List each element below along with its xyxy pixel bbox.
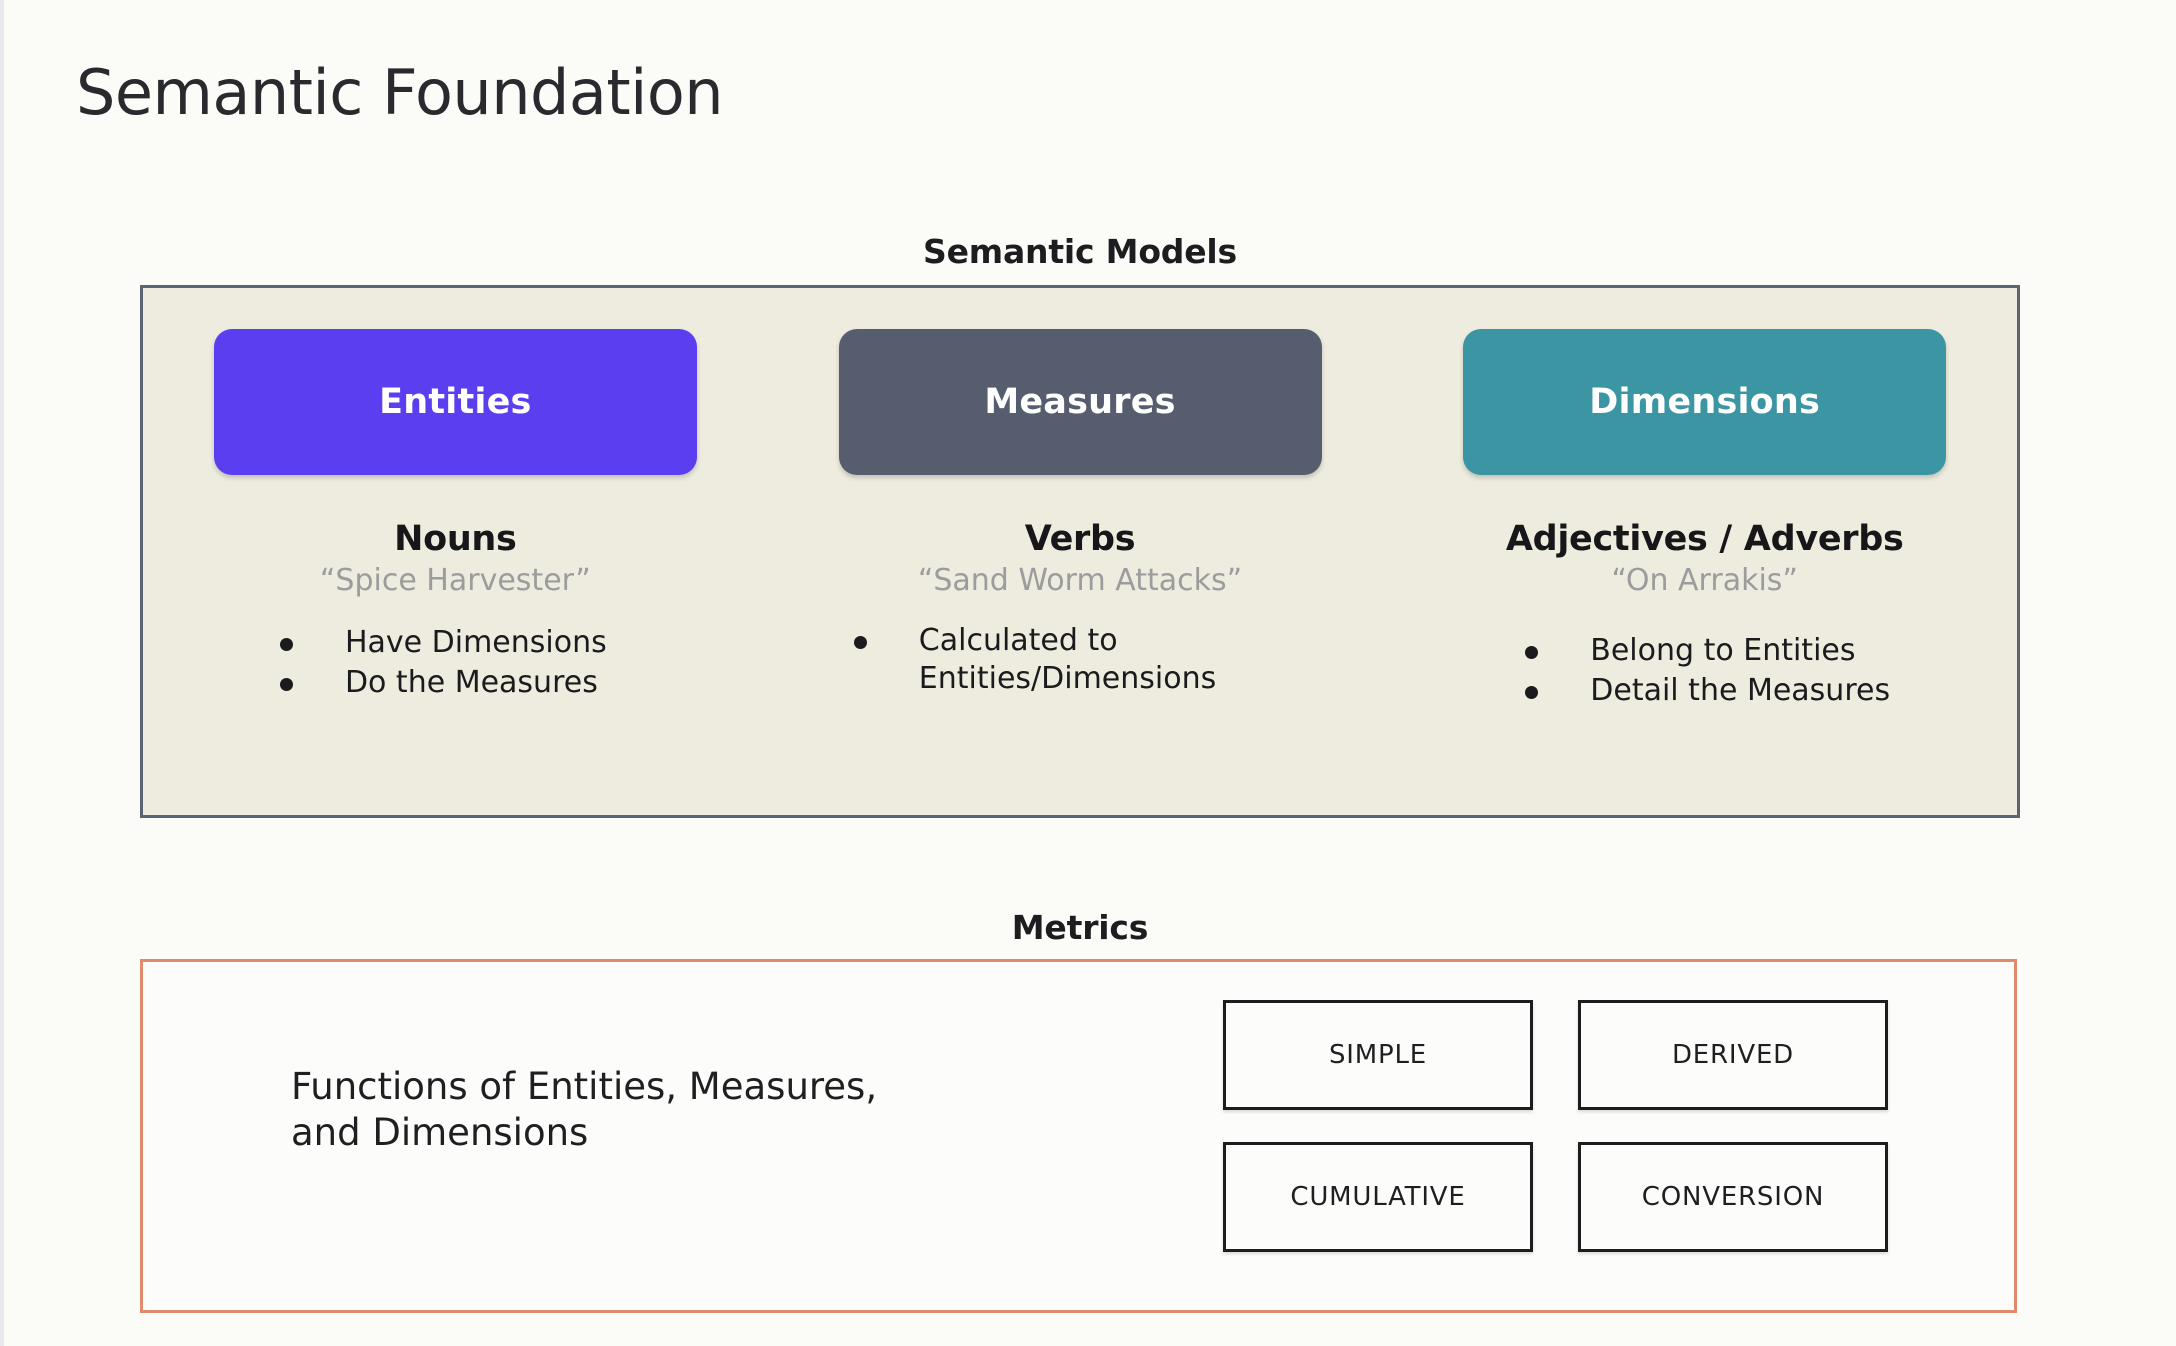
dimensions-part-of-speech: Adjectives / Adverbs xyxy=(1505,519,1904,559)
list-item: Do the Measures xyxy=(279,664,607,702)
metric-type-simple[interactable]: SIMPLE xyxy=(1223,1000,1533,1110)
metrics-panel: Functions of Entities, Measures, and Dim… xyxy=(140,959,2017,1313)
list-item: Belong to Entities xyxy=(1525,632,1890,670)
dimensions-pill[interactable]: Dimensions xyxy=(1463,329,1947,475)
left-edge-strip xyxy=(0,0,4,1346)
metric-type-derived[interactable]: DERIVED xyxy=(1578,1000,1888,1110)
list-item: Calculated to Entities/Dimensions xyxy=(853,622,1217,697)
dimensions-example: “On Arrakis” xyxy=(1611,563,1798,598)
bullet-dot-icon xyxy=(279,677,293,691)
metric-type-cumulative[interactable]: CUMULATIVE xyxy=(1223,1142,1533,1252)
metric-type-conversion[interactable]: CONVERSION xyxy=(1578,1142,1888,1252)
entities-example: “Spice Harvester” xyxy=(319,563,591,598)
bullet-dot-icon xyxy=(279,638,293,651)
page-title: Semantic Foundation xyxy=(76,56,724,129)
list-item-label: Detail the Measures xyxy=(1590,672,1891,708)
bullet-dot-icon xyxy=(1525,685,1539,699)
entities-bullet-list: Have Dimensions Do the Measures xyxy=(279,624,607,703)
entities-pill[interactable]: Entities xyxy=(213,329,697,475)
list-item: Detail the Measures xyxy=(1525,672,1890,710)
measures-pill[interactable]: Measures xyxy=(838,329,1322,475)
list-item-label: Calculated to Entities/Dimensions xyxy=(918,623,1217,696)
semantic-column-measures: Measures Verbs “Sand Worm Attacks” Calcu… xyxy=(768,288,1393,729)
semantic-models-caption: Semantic Models xyxy=(923,232,1237,271)
semantic-column-entities: Entities Nouns “Spice Harvester” Have Di… xyxy=(143,288,768,733)
semantic-models-panel: Entities Nouns “Spice Harvester” Have Di… xyxy=(140,285,2020,818)
metrics-description: Functions of Entities, Measures, and Dim… xyxy=(291,1065,878,1155)
list-item-label: Belong to Entities xyxy=(1590,633,1856,668)
list-item-label: Do the Measures xyxy=(344,664,598,700)
measures-example: “Sand Worm Attacks” xyxy=(917,563,1243,598)
semantic-models-columns: Entities Nouns “Spice Harvester” Have Di… xyxy=(143,288,2017,815)
bullet-dot-icon xyxy=(853,636,867,649)
measures-bullet-list: Calculated to Entities/Dimensions xyxy=(853,622,1217,699)
dimensions-bullet-list: Belong to Entities Detail the Measures xyxy=(1525,632,1890,711)
entities-part-of-speech: Nouns xyxy=(394,519,517,559)
list-item: Have Dimensions xyxy=(279,624,607,662)
metrics-caption: Metrics xyxy=(1011,908,1149,947)
bullet-dot-icon xyxy=(1525,646,1539,659)
measures-part-of-speech: Verbs xyxy=(1024,519,1136,559)
list-item-label: Have Dimensions xyxy=(344,625,607,660)
metric-type-grid: SIMPLE DERIVED CUMULATIVE CONVERSION xyxy=(1223,1000,1888,1252)
semantic-column-dimensions: Dimensions Adjectives / Adverbs “On Arra… xyxy=(1392,288,2017,741)
